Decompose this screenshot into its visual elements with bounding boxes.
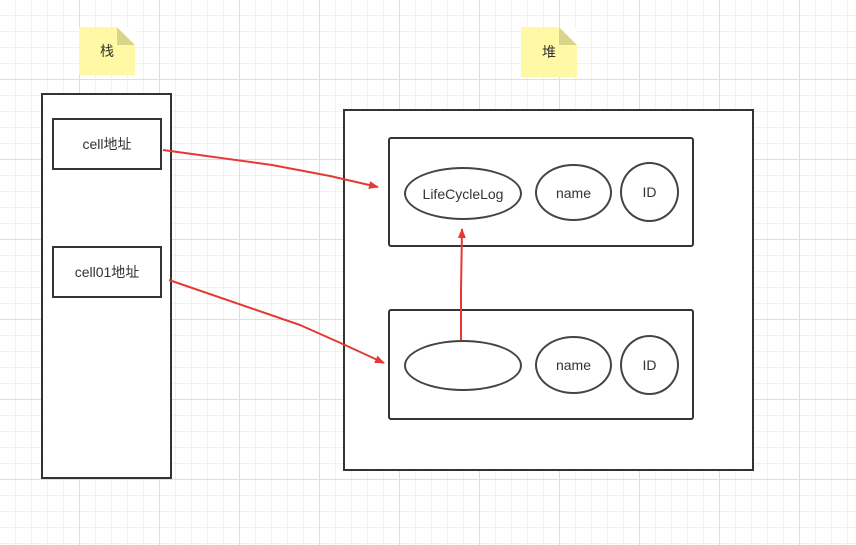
cell01-address-box: cell01地址 (52, 246, 162, 298)
object2-id-field: ID (620, 335, 679, 395)
object1-ref-field: LifeCycleLog (404, 167, 522, 220)
object2-id-label: ID (642, 357, 657, 373)
object2-ref-field (404, 340, 522, 391)
cell01-address-label: cell01地址 (74, 264, 140, 280)
object1-name-field: name (535, 164, 612, 221)
cell-address-label: cell地址 (82, 136, 132, 152)
note-fold-corner (559, 27, 577, 45)
object1-id-field: ID (620, 162, 679, 222)
object1-id-label: ID (642, 184, 657, 200)
object2-name-field: name (535, 336, 612, 394)
arrow-cell01-to-object2 (168, 279, 385, 364)
stack-label: 栈 (100, 43, 114, 59)
arrow-cell-to-object1 (162, 149, 379, 189)
object1-name-label: name (555, 184, 592, 201)
object1-ref-label: LifeCycleLog (422, 185, 504, 202)
stack-label-note: 栈 (79, 27, 135, 75)
heap-label: 堆 (542, 44, 556, 60)
note-fold-corner (117, 27, 135, 45)
heap-label-note: 堆 (521, 27, 577, 77)
object2-name-label: name (555, 357, 592, 373)
arrow-object2-to-object1 (457, 228, 466, 340)
cell-address-box: cell地址 (52, 118, 162, 170)
